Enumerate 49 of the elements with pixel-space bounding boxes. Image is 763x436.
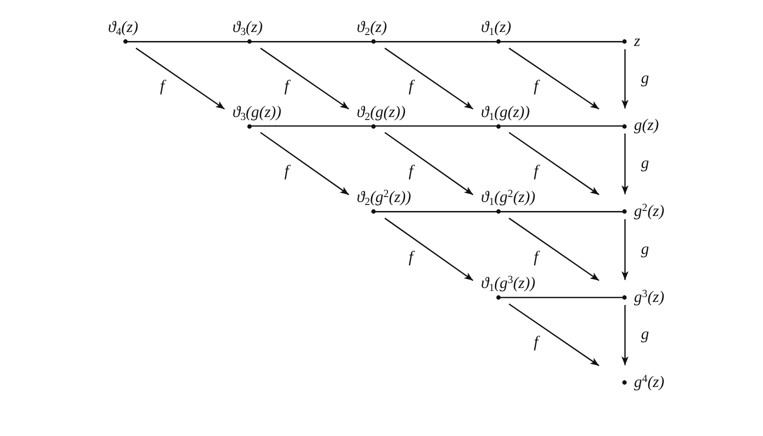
- arrow: [622, 305, 628, 366]
- arrow: [384, 218, 474, 282]
- connector-line: [250, 41, 374, 42]
- math-label: ϑ$_{1}$(z): [481, 19, 512, 38]
- connector-line: [374, 41, 498, 42]
- edge-label: f: [532, 79, 540, 96]
- math-label: ϑ$_{2}$(z): [356, 19, 387, 38]
- connector-line: [374, 211, 498, 212]
- connector-line: [498, 41, 624, 42]
- connector-line: [498, 211, 624, 212]
- arrow: [508, 303, 600, 366]
- arrow: [508, 48, 600, 110]
- edge-label: f: [408, 164, 414, 180]
- edge-label: f: [532, 250, 540, 266]
- arrow: [622, 219, 628, 280]
- edge-label: f: [408, 250, 414, 266]
- connector-line: [374, 125, 498, 127]
- math-label: ϑ$_{1}$(g$^{2}$(z)): [481, 189, 536, 208]
- math-label: z: [634, 32, 640, 51]
- math-label: ϑ$_{1}$(g$^{3}$(z)): [481, 275, 536, 293]
- arrow: [384, 48, 474, 110]
- math-label: g$^{4}$(z): [634, 374, 664, 392]
- math-label: g$^{3}$(z): [634, 288, 664, 306]
- math-label: ϑ$_{2}$(g(z)): [356, 104, 406, 122]
- edge-label: f: [408, 79, 414, 96]
- arrow: [508, 132, 600, 196]
- math-label: ϑ$_{1}$(g(z)): [481, 104, 530, 122]
- arrow: [508, 218, 600, 282]
- connector-line: [125, 41, 250, 42]
- math-label: ϑ$_{2}$(g$^{2}$(z)): [356, 189, 412, 208]
- connector-line: [498, 296, 624, 298]
- math-label: ϑ$_{3}$(g(z)): [232, 104, 282, 122]
- edge-label: f: [283, 79, 290, 96]
- arrow: [622, 134, 628, 194]
- edge-label: f: [532, 335, 540, 352]
- arrow: [384, 132, 474, 196]
- edge-label: f: [532, 164, 540, 180]
- arrow: [260, 48, 350, 110]
- edge-label: f: [283, 164, 290, 180]
- edge-label: f: [159, 79, 166, 96]
- arrow: [136, 48, 225, 110]
- math-label: ϑ$_{3}$(z): [232, 19, 263, 38]
- math-label: g$^{2}$(z): [634, 202, 664, 221]
- connector-line: [498, 125, 624, 127]
- math-label: ϑ$_{4}$(z): [108, 19, 138, 38]
- arrow: [622, 49, 628, 108]
- connector-line: [250, 125, 374, 127]
- math-label: g(z): [634, 117, 659, 135]
- arrow: [260, 132, 350, 196]
